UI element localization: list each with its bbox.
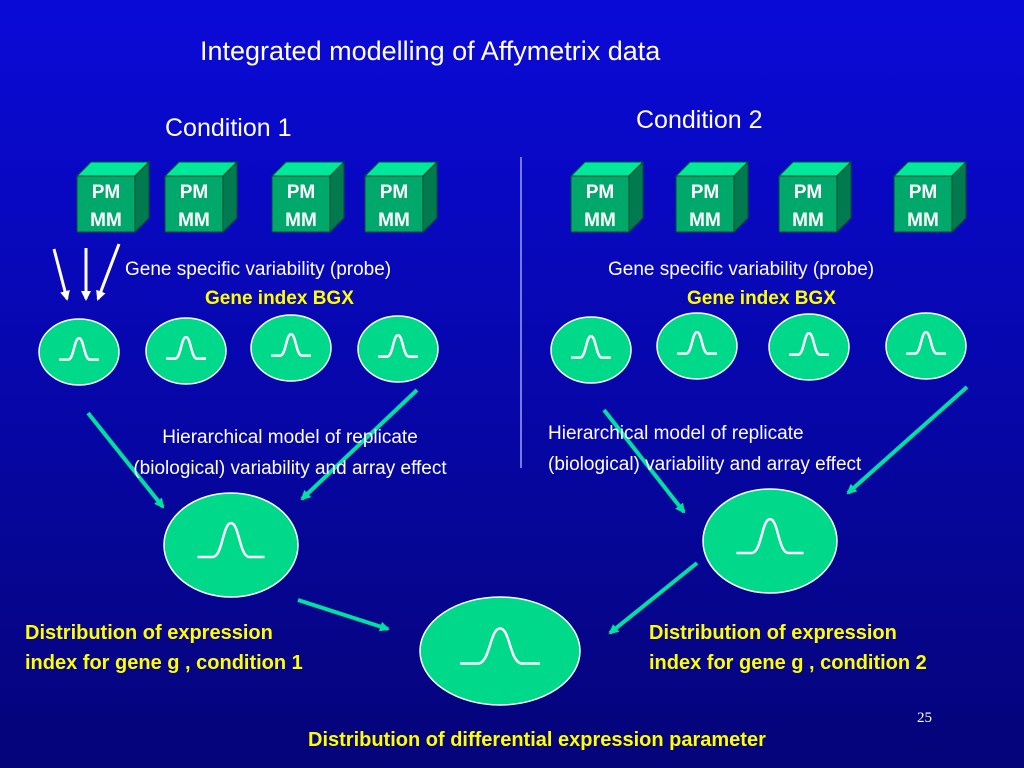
probe-distribution-ellipse <box>885 312 967 380</box>
condition-2-variability-text: Gene specific variability (probe) <box>608 259 875 280</box>
slide-title: Integrated modelling of Affymetrix data <box>200 36 661 66</box>
condition-1-index-text: Gene index BGX <box>205 288 354 309</box>
probe-label-pm: PM <box>691 182 720 203</box>
probe-cube: PM MM <box>892 160 968 234</box>
condition-2-index-text: Gene index BGX <box>687 288 836 309</box>
probe-cube: PM MM <box>163 160 239 234</box>
probe-distribution-ellipse <box>550 316 632 384</box>
flow-arrow <box>608 561 699 635</box>
slide-number: 25 <box>917 710 932 726</box>
condition-1-hierarchical-text: Hierarchical model of replicate (biologi… <box>78 422 502 484</box>
probe-label-pm: PM <box>909 182 938 203</box>
flow-arrow <box>846 385 969 495</box>
condition-2-hierarchical-line2: (biological) variability and array effec… <box>548 454 862 475</box>
probe-arrow <box>96 243 121 301</box>
probe-label-mm: MM <box>907 210 939 231</box>
probe-distribution-ellipse <box>656 312 738 380</box>
probe-cube: PM MM <box>674 160 750 234</box>
probe-cube: PM MM <box>777 160 853 234</box>
condition-2-distribution-line2: index for gene g , condition 2 <box>649 652 927 674</box>
flow-arrow <box>297 598 390 632</box>
condition-2-hierarchical-text: Hierarchical model of replicate (biologi… <box>548 418 861 480</box>
probe-label-pm: PM <box>287 182 316 203</box>
probe-label-mm: MM <box>689 210 721 231</box>
probe-cube: PM MM <box>75 160 151 234</box>
probe-cube: PM MM <box>270 160 346 234</box>
condition-1-expression-ellipse <box>163 492 299 598</box>
probe-label-pm: PM <box>586 182 615 203</box>
probe-label-pm: PM <box>180 182 209 203</box>
probe-label-mm: MM <box>378 210 410 231</box>
condition-1-hierarchical-line2: (biological) variability and array effec… <box>133 458 447 479</box>
probe-distribution-ellipse <box>250 314 332 382</box>
probe-arrow <box>52 248 70 301</box>
probe-label-mm: MM <box>90 210 122 231</box>
probe-cube: PM MM <box>569 160 645 234</box>
condition-1-distribution-text: Distribution of expression index for gen… <box>25 618 303 678</box>
condition-1-variability-text: Gene specific variability (probe) <box>125 259 392 280</box>
condition-2-label: Condition 2 <box>636 106 763 134</box>
probe-cube: PM MM <box>363 160 439 234</box>
condition-1-label: Condition 1 <box>165 114 292 142</box>
probe-distribution-ellipse <box>357 315 439 383</box>
condition-2-hierarchical-line1: Hierarchical model of replicate <box>548 423 804 444</box>
condition-2-distribution-text: Distribution of expression index for gen… <box>649 618 927 678</box>
condition-2-expression-ellipse <box>702 488 838 594</box>
condition-1-hierarchical-line1: Hierarchical model of replicate <box>162 427 418 448</box>
probe-label-mm: MM <box>584 210 616 231</box>
probe-distribution-ellipse <box>768 313 850 381</box>
differential-expression-ellipse <box>419 596 581 706</box>
probe-label-mm: MM <box>792 210 824 231</box>
probe-label-pm: PM <box>380 182 409 203</box>
probe-distribution-ellipse <box>145 317 227 385</box>
probe-distribution-ellipse <box>38 318 120 386</box>
differential-expression-text: Distribution of differential expression … <box>308 729 766 751</box>
probe-label-pm: PM <box>794 182 823 203</box>
flow-arrow <box>300 388 419 501</box>
condition-1-distribution-line2: index for gene g , condition 1 <box>25 652 303 674</box>
probe-label-mm: MM <box>178 210 210 231</box>
probe-label-pm: PM <box>92 182 121 203</box>
flow-arrow <box>86 411 165 509</box>
flow-arrow <box>602 408 686 514</box>
condition-1-distribution-line1: Distribution of expression <box>25 622 273 644</box>
condition-2-distribution-line1: Distribution of expression <box>649 622 897 644</box>
probe-label-mm: MM <box>285 210 317 231</box>
